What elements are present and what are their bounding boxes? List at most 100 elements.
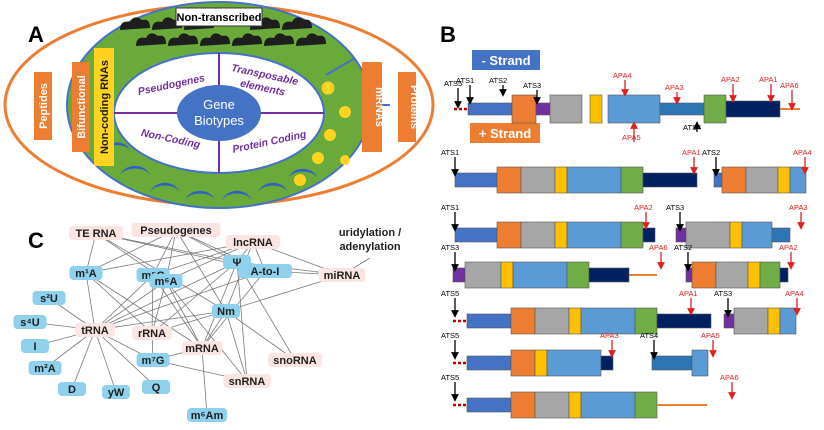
peptides-box xyxy=(34,72,52,140)
blue-node-box xyxy=(13,315,47,329)
ats-label: ATS3 xyxy=(523,81,541,90)
apa-label: APA5 xyxy=(701,331,720,340)
blue-node-label: m⁷G xyxy=(142,355,165,367)
mrnas-label: mRNAs xyxy=(373,87,385,127)
peptides-label: Peptides xyxy=(38,83,50,129)
crescent-icon xyxy=(150,182,180,192)
apa-label: APA3 xyxy=(600,331,619,340)
sun-icon xyxy=(312,152,324,164)
network-edge xyxy=(151,261,238,334)
exon-segment xyxy=(452,267,466,283)
exon-segment xyxy=(466,355,512,371)
pink-node-box xyxy=(182,341,222,355)
pink-node-label: tRNA xyxy=(81,325,109,337)
ats-label: ATS4 xyxy=(683,123,701,132)
ats-label: ATS2 xyxy=(489,76,507,85)
plus-strand-label: + Strand xyxy=(479,126,531,141)
ats-label: ATS5 xyxy=(441,331,459,340)
non-transcribed-label: Non-transcribed xyxy=(177,12,262,24)
pink-node-label: miRNA xyxy=(324,270,361,282)
exon-teal xyxy=(659,102,705,116)
pink-node-box xyxy=(132,326,172,340)
exon-segment xyxy=(580,391,636,419)
exon-segment xyxy=(713,172,723,188)
exon-segment xyxy=(454,227,498,243)
cloud-icon xyxy=(250,17,280,30)
apa-label: APA4 xyxy=(785,289,804,298)
bifunctional-box xyxy=(72,62,90,152)
pink-node-label: snRNA xyxy=(229,376,266,388)
exon-segment xyxy=(568,391,582,419)
proteins-box xyxy=(398,72,416,142)
blue-node-label: I xyxy=(33,341,36,353)
exon-orange xyxy=(511,94,537,124)
apa-label: APA1 xyxy=(682,148,701,157)
crescent-icon xyxy=(185,190,215,200)
sun-icon xyxy=(340,155,350,165)
pink-node-box xyxy=(131,223,221,237)
exon-segment xyxy=(789,166,807,194)
exon-segment xyxy=(675,227,687,243)
blue-node-box xyxy=(142,380,170,394)
exon-segment xyxy=(779,267,789,283)
exon-segment xyxy=(510,307,536,335)
network-edge xyxy=(165,280,248,382)
blue-node-label: m¹A xyxy=(75,268,96,280)
ats-label: ATS1 xyxy=(441,203,459,212)
pink-node-box xyxy=(318,268,366,282)
pink-node-box xyxy=(75,323,115,337)
pink-node-label: TE RNA xyxy=(76,228,117,240)
center-label-line2: Biotypes xyxy=(194,113,244,128)
blue-node-box xyxy=(102,385,130,399)
network-edge xyxy=(94,329,157,388)
pink-node-box xyxy=(226,235,280,249)
ats-label: ATS3 xyxy=(441,243,459,252)
cloud-icons xyxy=(120,17,326,46)
apa-label: APA4 xyxy=(793,148,812,157)
exon-segment xyxy=(771,227,791,243)
exon-segment xyxy=(510,391,536,419)
network-edge xyxy=(71,329,96,390)
panel-a-diagram: Non-transcribed Gene Biotypes P xyxy=(3,1,435,209)
exon-segment xyxy=(733,307,769,335)
cloud-icon xyxy=(282,17,312,30)
uridylation-label-line1: uridylation / xyxy=(339,227,401,239)
cloud-icon xyxy=(264,33,294,46)
blue-node-label: yW xyxy=(108,387,125,399)
exon-segment xyxy=(634,391,658,419)
exon-segment xyxy=(741,221,773,249)
exon-segment xyxy=(534,349,548,377)
exon-segment xyxy=(729,221,743,249)
exon-segment xyxy=(767,307,781,335)
exon-segment xyxy=(588,267,630,283)
exon-segment xyxy=(466,313,512,329)
pink-node-box xyxy=(268,353,322,367)
ncrna-label: Non-coding RNAs xyxy=(99,60,111,154)
exon-segment xyxy=(554,221,568,249)
network-edge xyxy=(85,272,96,331)
exon-segment xyxy=(566,221,622,249)
exon-segment xyxy=(512,261,568,289)
ats-label: ATS2 xyxy=(674,243,692,252)
ats-label: ATS1 xyxy=(441,148,459,157)
exon-segment xyxy=(520,221,556,249)
network-edge xyxy=(236,261,248,382)
apa-label: APA2 xyxy=(721,75,740,84)
blue-node-label: s⁴U xyxy=(20,317,40,329)
exon-segment xyxy=(546,349,602,377)
crescent-icon xyxy=(222,190,252,200)
crescent-icon xyxy=(258,182,288,192)
blue-node-box xyxy=(69,266,103,280)
exon-segment xyxy=(620,166,644,194)
exon-segment xyxy=(777,166,791,194)
exon-segment xyxy=(651,355,693,371)
network-edge xyxy=(94,270,266,331)
pink-node-label: lncRNA xyxy=(233,237,273,249)
exon-segment xyxy=(496,166,522,194)
ats-label: ATS1 xyxy=(456,76,474,85)
exon-segment xyxy=(600,355,614,371)
exon-segment xyxy=(500,261,514,289)
exon-segment xyxy=(466,397,512,413)
